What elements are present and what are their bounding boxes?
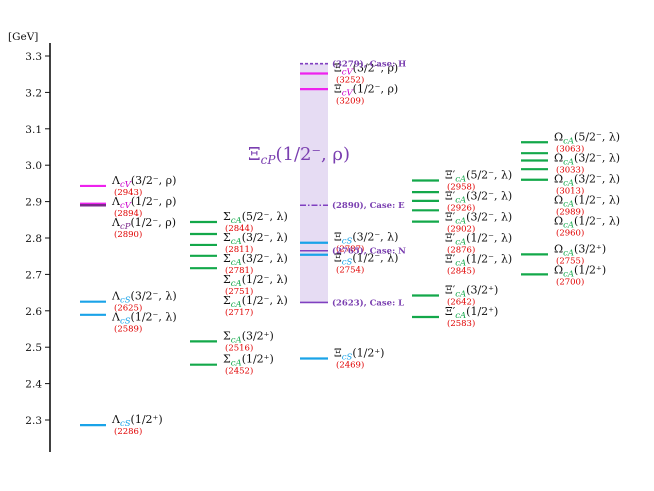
- case-label: (2890), Case: E: [332, 200, 405, 211]
- state-label: ΛcV(3/2⁻, ρ): [111, 174, 176, 190]
- mass-label: (2876): [447, 244, 475, 255]
- mass-label: (2845): [447, 265, 475, 276]
- state-label: ΩcA(1/2⁺): [554, 263, 606, 279]
- state-label: ΩcA(5/2⁻, λ): [554, 130, 620, 146]
- y-tick-label: 2.9: [25, 197, 42, 209]
- state-label: Ξ′cA(1/2⁺): [445, 305, 498, 321]
- y-axis-unit-label: [GeV]: [8, 31, 38, 43]
- mass-label: (2811): [225, 244, 253, 255]
- levels-layer: ΛcV(3/2⁻, ρ)(2943)ΛcV(1/2⁻, ρ)(2894)ΛcP(…: [80, 61, 620, 437]
- state-label: ΣcA(3/2⁺): [223, 329, 274, 345]
- y-tick-label: 3.0: [25, 160, 42, 172]
- mass-label: (2989): [556, 206, 584, 217]
- state-label: ΩcA(3/2⁺): [554, 242, 606, 258]
- mass-label: (2754): [336, 265, 364, 276]
- state-label: ΣcA(1/2⁻, λ): [223, 273, 288, 289]
- mass-label: (3209): [336, 95, 364, 106]
- state-label: ΞcS(3/2⁻, λ): [334, 231, 398, 247]
- mass-label: (2926): [447, 202, 475, 213]
- y-tick-label: 3.2: [25, 87, 42, 99]
- state-label: ΩcA(3/2⁻, λ): [554, 151, 620, 167]
- mass-label: (2890): [114, 229, 142, 240]
- mass-label: (3033): [556, 164, 584, 175]
- case-label: (3279), Case: H: [332, 59, 406, 70]
- state-label: ΛcV(1/2⁻, ρ): [111, 195, 176, 211]
- state-label: ΞcS(1/2⁻, λ): [334, 252, 398, 268]
- y-tick-label: 3.3: [25, 51, 42, 63]
- state-label: ΩcA(1/2⁻, λ): [554, 214, 620, 230]
- mass-label: (2751): [225, 286, 253, 297]
- mass-label: (2755): [556, 255, 584, 266]
- state-label: Ξ′cA(1/2⁻, λ): [445, 252, 512, 268]
- state-label: ΣcA(1/2⁻, λ): [223, 294, 288, 310]
- state-label: ΛcS(1/2⁺): [111, 413, 163, 429]
- mass-label: (2286): [114, 426, 142, 437]
- mass-label: (2583): [447, 318, 475, 329]
- state-label: ΛcS(1/2⁻, λ): [111, 311, 177, 327]
- mass-label: (2516): [225, 342, 253, 353]
- mass-label: (2717): [225, 307, 253, 318]
- mass-label: (3252): [336, 74, 364, 85]
- mass-label: (2700): [556, 276, 584, 287]
- y-tick-label: 3.1: [25, 124, 42, 136]
- state-label: Ξ′cA(5/2⁻, λ): [445, 168, 512, 184]
- mass-label: (2452): [225, 366, 253, 377]
- mass-label: (2589): [114, 324, 142, 335]
- y-tick-label: 2.6: [25, 306, 42, 318]
- case-label: (2765), Case: N: [332, 246, 406, 257]
- state-label: ΣcA(3/2⁻, λ): [223, 231, 288, 247]
- case-label: (2623), Case: L: [332, 297, 404, 308]
- state-label: ΣcA(3/2⁻, λ): [223, 252, 288, 268]
- xi-cp-band: [300, 63, 328, 303]
- xi-cp-big-label: ΞcP(1/2⁻, ρ): [248, 144, 350, 167]
- y-tick-label: 2.7: [25, 269, 42, 281]
- state-label: ΛcP(1/2⁻, ρ): [111, 216, 176, 232]
- state-label: ΞcS(1/2⁺): [334, 346, 384, 362]
- y-tick-label: 2.3: [25, 415, 42, 427]
- y-tick-label: 2.5: [25, 342, 42, 354]
- mass-label: (2787): [336, 244, 364, 255]
- y-tick-label: 2.8: [25, 233, 42, 245]
- mass-label: (2960): [556, 227, 584, 238]
- mass-label: (2902): [447, 223, 475, 234]
- mass-label: (2625): [114, 303, 142, 314]
- state-label: ΣcA(5/2⁻, λ): [223, 210, 288, 226]
- xi-cp-cases-layer: (3279), Case: H (2890), Case: E (2765), Ca…: [300, 59, 406, 308]
- mass-label: (2958): [447, 181, 475, 192]
- state-label: Ξ′cA(1/2⁻, λ): [445, 231, 512, 247]
- mass-label: (2781): [225, 265, 253, 276]
- mass-label: (2844): [225, 223, 253, 234]
- state-label: Ξ′cA(3/2⁻, λ): [445, 189, 512, 205]
- mass-label: (2894): [114, 208, 142, 219]
- y-axis: 2.3 2.4 2.5 2.6 2.7 2.8 2.9 3.0 3.1 3.2 3.3: [25, 43, 51, 452]
- mass-label: (2469): [336, 359, 364, 370]
- state-label: ΣcA(1/2⁺): [223, 353, 274, 369]
- mass-label: (2642): [447, 297, 475, 308]
- mass-label: (3013): [556, 185, 584, 196]
- y-tick-label: 2.4: [25, 379, 42, 391]
- state-label: Ξ′cA(3/2⁺): [445, 284, 498, 300]
- state-label: ΛcS(3/2⁻, λ): [111, 290, 177, 306]
- state-label: ΩcA(1/2⁻, λ): [554, 193, 620, 209]
- state-label: Ξ′cA(3/2⁻, λ): [445, 210, 512, 226]
- state-label: ΩcA(3/2⁻, λ): [554, 172, 620, 188]
- state-label: ΞcV(3/2⁻, ρ): [334, 61, 398, 77]
- mass-label: (2943): [114, 187, 142, 198]
- mass-label: (3063): [556, 143, 584, 154]
- state-label: ΞcV(1/2⁻, ρ): [334, 82, 398, 98]
- xi-cp-band-layer: ΞcP(1/2⁻, ρ): [248, 63, 350, 303]
